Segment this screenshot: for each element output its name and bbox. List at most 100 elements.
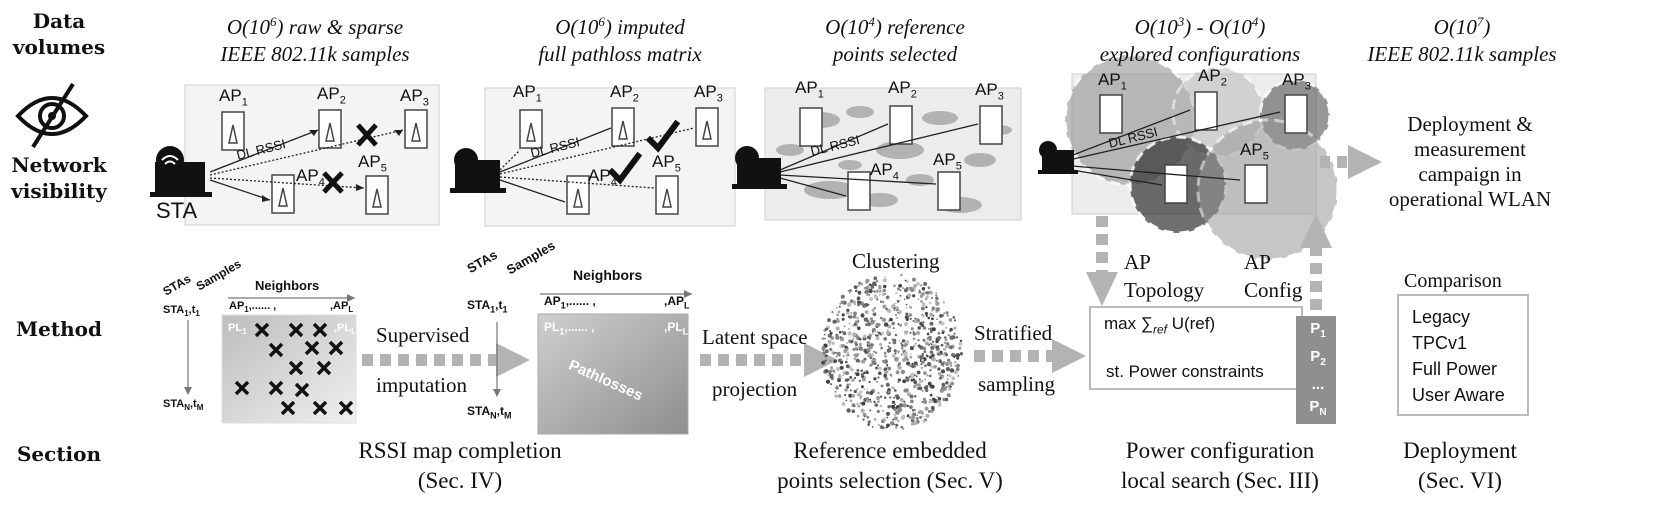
cloud-point <box>917 411 921 414</box>
ap3-label: AP3 <box>400 86 429 109</box>
cloud-point <box>922 321 925 324</box>
cloud-point <box>844 370 847 373</box>
cloud-point <box>898 340 901 342</box>
cloud-point <box>878 366 882 371</box>
cloud-point <box>866 391 870 395</box>
cloud-point <box>879 316 883 320</box>
eye-icon <box>15 82 89 149</box>
cloud-point <box>873 350 876 353</box>
cloud-point <box>841 330 844 333</box>
cloud-point <box>895 426 898 429</box>
cloud-point <box>865 278 870 283</box>
cloud-point <box>909 405 913 409</box>
cloud-point <box>928 301 932 305</box>
cloud-point <box>899 324 902 327</box>
cloud-point <box>884 427 886 429</box>
cloud-point <box>900 342 903 345</box>
cloud-point <box>900 369 906 375</box>
cloud-point <box>869 400 872 403</box>
cloud-point <box>859 397 862 400</box>
cloud-point <box>958 341 963 346</box>
cloud-point <box>869 345 873 350</box>
cloud-point <box>841 402 846 406</box>
cloud-point <box>874 295 878 299</box>
cloud-point <box>913 284 917 288</box>
ap2-label: AP2 <box>610 82 639 105</box>
cloud-point <box>869 364 872 367</box>
cloud-point <box>924 341 929 346</box>
cloud-point <box>897 311 899 314</box>
cloud-point <box>853 405 856 408</box>
row-label-method: Method <box>16 317 102 341</box>
cloud-point <box>919 415 922 419</box>
ap5-label: AP5 <box>1240 140 1269 163</box>
arrow-projection <box>700 343 838 377</box>
cloud-point <box>921 306 925 311</box>
cloud-point <box>910 422 915 426</box>
cloud-point <box>854 353 859 358</box>
cloud-point <box>895 410 900 415</box>
cloud-point <box>937 336 941 340</box>
arrow-to-deployment <box>1320 145 1382 179</box>
cloud-point <box>844 347 848 351</box>
cloud-point <box>831 311 834 314</box>
cloud-point <box>861 401 866 406</box>
cloud-point <box>893 413 896 417</box>
cloud-point <box>886 348 891 353</box>
cloud-point <box>897 350 900 353</box>
cloud-point <box>837 394 842 398</box>
cloud-point <box>869 391 874 395</box>
cloud-point <box>851 324 853 327</box>
cloud-point <box>930 409 933 412</box>
cloud-point <box>823 333 826 336</box>
cloud-point <box>843 325 846 328</box>
comparison-item: TPCv1 <box>1412 333 1468 353</box>
cloud-point <box>891 400 896 404</box>
cloud-point <box>846 342 849 345</box>
cloud-point <box>876 331 879 334</box>
cloud-point <box>938 376 942 380</box>
cloud-point <box>931 297 933 299</box>
cloud-point <box>835 335 840 340</box>
cloud-point <box>917 383 921 387</box>
cloud-point <box>851 393 856 398</box>
section-reference-points: Reference embedded points selection (Sec… <box>777 438 1003 493</box>
cloud-point <box>841 313 845 317</box>
cloud-point <box>881 317 887 322</box>
cloud-point <box>821 360 826 365</box>
cloud-point <box>896 350 898 353</box>
cloud-point <box>942 397 946 401</box>
ap1-label: AP1 <box>795 78 824 101</box>
cross-icon <box>322 123 378 194</box>
cloud-point <box>854 377 857 379</box>
imputation-label: imputation <box>376 373 467 397</box>
sta-first-label: STA1,t1 <box>163 304 200 319</box>
cloud-point <box>868 350 870 353</box>
pl-end-label: ,PLL <box>334 322 357 337</box>
cloud-point <box>937 331 941 335</box>
cloud-point <box>868 288 873 294</box>
cloud-point <box>910 372 915 377</box>
cloud-point <box>880 331 885 335</box>
cloud-point <box>872 312 877 317</box>
cloud-point <box>883 354 888 358</box>
cloud-point <box>900 425 903 429</box>
cloud-point <box>923 364 927 368</box>
cloud-point <box>954 361 957 364</box>
cloud-point <box>866 294 869 297</box>
cloud-point <box>946 374 949 377</box>
cloud-point <box>863 348 868 353</box>
cloud-point <box>925 298 928 301</box>
cloud-point <box>832 319 837 324</box>
cloud-point <box>900 353 903 356</box>
cloud-point <box>860 369 864 373</box>
panel-raw-samples <box>150 84 440 226</box>
cloud-point <box>883 337 887 341</box>
cloud-point <box>907 293 912 298</box>
cloud-point <box>880 384 884 388</box>
cloud-point <box>921 287 926 291</box>
cloud-point <box>908 363 912 367</box>
stratified-label: Stratified <box>974 321 1053 345</box>
cloud-point <box>858 390 863 394</box>
arrow-imputation <box>362 343 530 377</box>
